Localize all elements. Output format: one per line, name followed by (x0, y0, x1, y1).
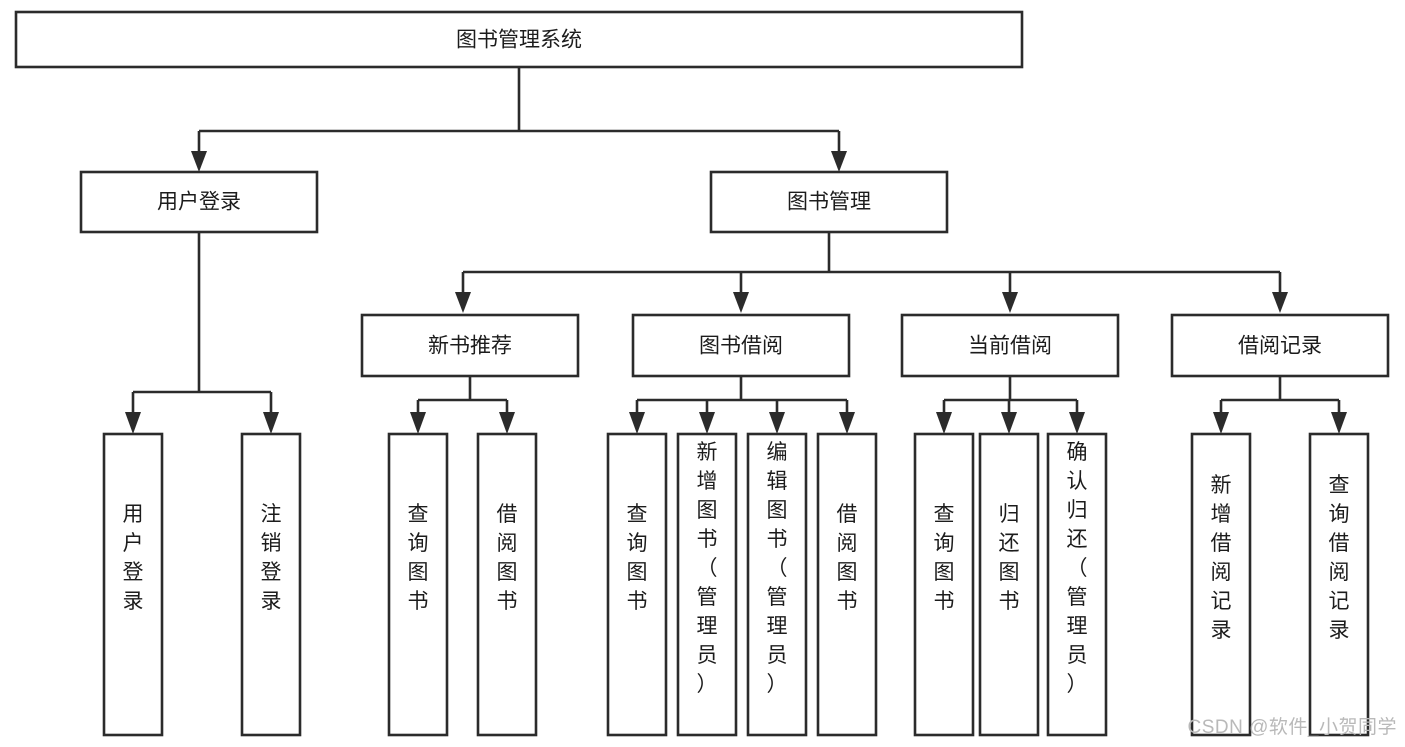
node-root-label: 图书管理系统 (456, 29, 582, 52)
node-leaf-confirm-return-box[interactable] (1046, 432, 1108, 737)
node-leaf-query-book-b[interactable]: 查询图书 (606, 432, 668, 737)
node-leaf-borrow-book-a-box[interactable] (476, 432, 538, 737)
arrow-icon-to-leaf-query-record (1331, 412, 1347, 434)
arrow-icon-to-leaf-borrow-book-a (499, 412, 515, 434)
arrow-icon-to-leaf-borrow-book-b (839, 412, 855, 434)
node-leaf-confirm-return[interactable]: 确认归还（管理员） (1046, 432, 1108, 737)
node-root[interactable]: 图书管理系统 (14, 10, 1024, 69)
connector-bookborrow-to-leaves (635, 376, 849, 412)
node-leaf-query-record[interactable]: 查询借阅记录 (1308, 432, 1370, 737)
node-leaf-return-book[interactable]: 归还图书 (978, 432, 1040, 737)
node-book-mgmt[interactable]: 图书管理 (709, 170, 949, 234)
node-leaf-query-book-c-box[interactable] (913, 432, 975, 737)
node-leaf-query-record-box[interactable] (1308, 432, 1370, 737)
node-leaf-logout-label: 注销登录 (261, 503, 282, 613)
node-leaf-borrow-book-a-label: 借阅图书 (497, 503, 518, 613)
node-user-login[interactable]: 用户登录 (79, 170, 319, 234)
node-leaf-borrow-book-b-label: 借阅图书 (837, 503, 858, 613)
connector-userlogin-to-leaves (131, 232, 273, 412)
connector-newbook-to-leaves (416, 376, 509, 412)
node-leaf-query-record-label: 查询借阅记录 (1329, 474, 1350, 642)
node-leaf-user-login-box[interactable] (102, 432, 164, 737)
arrow-icon-to-book-borrow (733, 292, 749, 313)
node-user-login-label: 用户登录 (157, 191, 241, 214)
node-leaf-edit-book-box[interactable] (746, 432, 808, 737)
node-leaf-add-book[interactable]: 新增图书（管理员） (676, 432, 738, 737)
node-book-borrow[interactable]: 图书借阅 (631, 313, 851, 378)
node-layer: 图书管理系统 用户登录 图书管理 新书推荐 图书借阅 (14, 10, 1390, 737)
connector-root-to-level2 (197, 67, 841, 151)
node-leaf-add-record-label: 新增借阅记录 (1211, 474, 1232, 642)
csdn-watermark: CSDN @软件_小贺同学 (1187, 717, 1397, 738)
arrow-icon-to-leaf-add-record (1213, 412, 1229, 434)
arrow-icon-to-borrow-record (1272, 292, 1288, 313)
node-leaf-borrow-book-b-box[interactable] (816, 432, 878, 737)
node-borrow-record[interactable]: 借阅记录 (1170, 313, 1390, 378)
node-leaf-query-book-c[interactable]: 查询图书 (913, 432, 975, 737)
node-new-book-rec[interactable]: 新书推荐 (360, 313, 580, 378)
node-leaf-query-book-c-label: 查询图书 (934, 503, 955, 613)
node-book-borrow-box[interactable] (631, 313, 851, 378)
arrow-icon-to-book-mgmt (831, 151, 847, 172)
connector-bookmgmt-to-level3 (461, 232, 1282, 292)
node-leaf-add-record[interactable]: 新增借阅记录 (1190, 432, 1252, 737)
node-leaf-user-login[interactable]: 用户登录 (102, 432, 164, 737)
arrow-icon-to-current-borrow (1002, 292, 1018, 313)
node-leaf-borrow-book-b[interactable]: 借阅图书 (816, 432, 878, 737)
node-leaf-edit-book-label: 编辑图书（管理员） (767, 441, 788, 696)
node-leaf-query-book-a[interactable]: 查询图书 (387, 432, 449, 737)
node-current-borrow-label: 当前借阅 (968, 335, 1052, 358)
node-leaf-user-login-label: 用户登录 (123, 503, 144, 613)
arrow-icon-to-new-book-rec (455, 292, 471, 313)
connector-currentborrow-to-leaves (942, 376, 1079, 412)
arrow-icon-to-leaf-query-book-a (410, 412, 426, 434)
node-current-borrow[interactable]: 当前借阅 (900, 313, 1120, 378)
node-leaf-logout[interactable]: 注销登录 (240, 432, 302, 737)
arrow-icon-to-user-login (191, 151, 207, 172)
node-current-borrow-box[interactable] (900, 313, 1120, 378)
arrow-icon-to-leaf-add-book (699, 412, 715, 434)
node-new-book-rec-box[interactable] (360, 313, 580, 378)
node-leaf-return-book-box[interactable] (978, 432, 1040, 737)
node-book-mgmt-box[interactable] (709, 170, 949, 234)
node-leaf-query-book-a-box[interactable] (387, 432, 449, 737)
node-book-borrow-label: 图书借阅 (699, 335, 783, 358)
node-leaf-query-book-b-label: 查询图书 (627, 503, 648, 613)
node-borrow-record-box[interactable] (1170, 313, 1390, 378)
arrow-icon-to-leaf-logout (263, 412, 279, 434)
arrow-icon-to-leaf-query-book-b (629, 412, 645, 434)
arrow-icon-to-leaf-query-book-c (936, 412, 952, 434)
node-leaf-add-book-label: 新增图书（管理员） (697, 441, 718, 696)
node-leaf-return-book-label: 归还图书 (999, 503, 1020, 613)
node-root-box[interactable] (14, 10, 1024, 69)
node-leaf-query-book-b-box[interactable] (606, 432, 668, 737)
node-new-book-rec-label: 新书推荐 (428, 335, 512, 358)
node-user-login-box[interactable] (79, 170, 319, 234)
arrowhead-layer (125, 151, 1347, 434)
node-leaf-confirm-return-label: 确认归还（管理员） (1067, 441, 1088, 696)
node-leaf-add-record-box[interactable] (1190, 432, 1252, 737)
node-leaf-query-book-a-label: 查询图书 (408, 503, 429, 613)
node-leaf-borrow-book-a[interactable]: 借阅图书 (476, 432, 538, 737)
connector-layer (131, 67, 1341, 412)
arrow-icon-to-leaf-confirm-return (1069, 412, 1085, 434)
node-leaf-edit-book[interactable]: 编辑图书（管理员） (746, 432, 808, 737)
node-borrow-record-label: 借阅记录 (1238, 335, 1322, 358)
node-leaf-add-book-box[interactable] (676, 432, 738, 737)
arrow-icon-to-leaf-user-login (125, 412, 141, 434)
connector-borrowrecord-to-leaves (1219, 376, 1341, 412)
arrow-icon-to-leaf-edit-book (769, 412, 785, 434)
arrow-icon-to-leaf-return-book (1001, 412, 1017, 434)
node-leaf-logout-box[interactable] (240, 432, 302, 737)
node-book-mgmt-label: 图书管理 (787, 191, 871, 214)
